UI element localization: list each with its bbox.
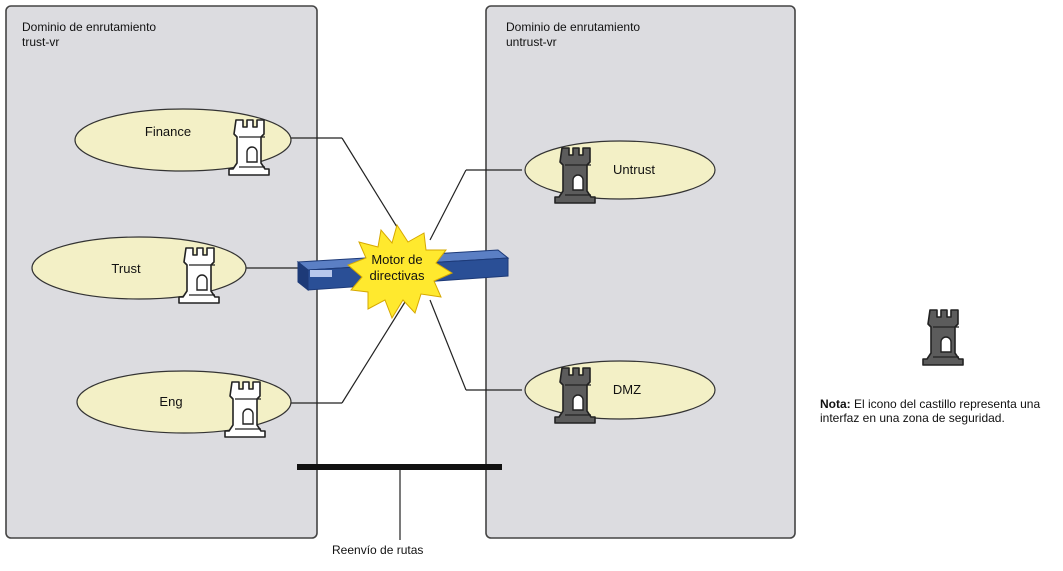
- domain-title-line1: Dominio de enrutamiento: [506, 20, 641, 34]
- policy-engine-line1: Motor de: [371, 252, 423, 267]
- route-forwarding-bar: [297, 464, 502, 470]
- zone-finance-label: Finance: [144, 124, 192, 139]
- castle-note: Nota: El icono del castillo representa u…: [820, 397, 1060, 425]
- policy-engine-line2: directivas: [369, 268, 425, 283]
- untrust-vr-domain-title: Dominio de enrutamiento untrust-vr: [506, 20, 640, 50]
- connector-lines: [245, 137, 522, 540]
- routing-domain-untrust-vr: [485, 5, 796, 539]
- zone-untrust-label: Untrust: [613, 162, 655, 177]
- note-text: El icono del castillo representa una int…: [820, 397, 1041, 425]
- zone-trust-label: Trust: [111, 261, 141, 276]
- domain-title-line1: Dominio de enrutamiento: [22, 20, 157, 34]
- policy-engine-label: Motor de directivas: [342, 252, 452, 284]
- trust-vr-domain-title: Dominio de enrutamiento trust-vr: [22, 20, 156, 50]
- zone-dmz-label: DMZ: [612, 382, 642, 397]
- route-forwarding-label: Reenvío de rutas: [332, 543, 424, 557]
- castle-icon-dark: [922, 309, 964, 366]
- policy-engine-starburst: [347, 223, 454, 320]
- domain-title-line2: trust-vr: [22, 35, 60, 49]
- zone-eng-label: Eng: [159, 394, 183, 409]
- domain-title-line2: untrust-vr: [506, 35, 557, 49]
- note-label: Nota:: [820, 397, 851, 411]
